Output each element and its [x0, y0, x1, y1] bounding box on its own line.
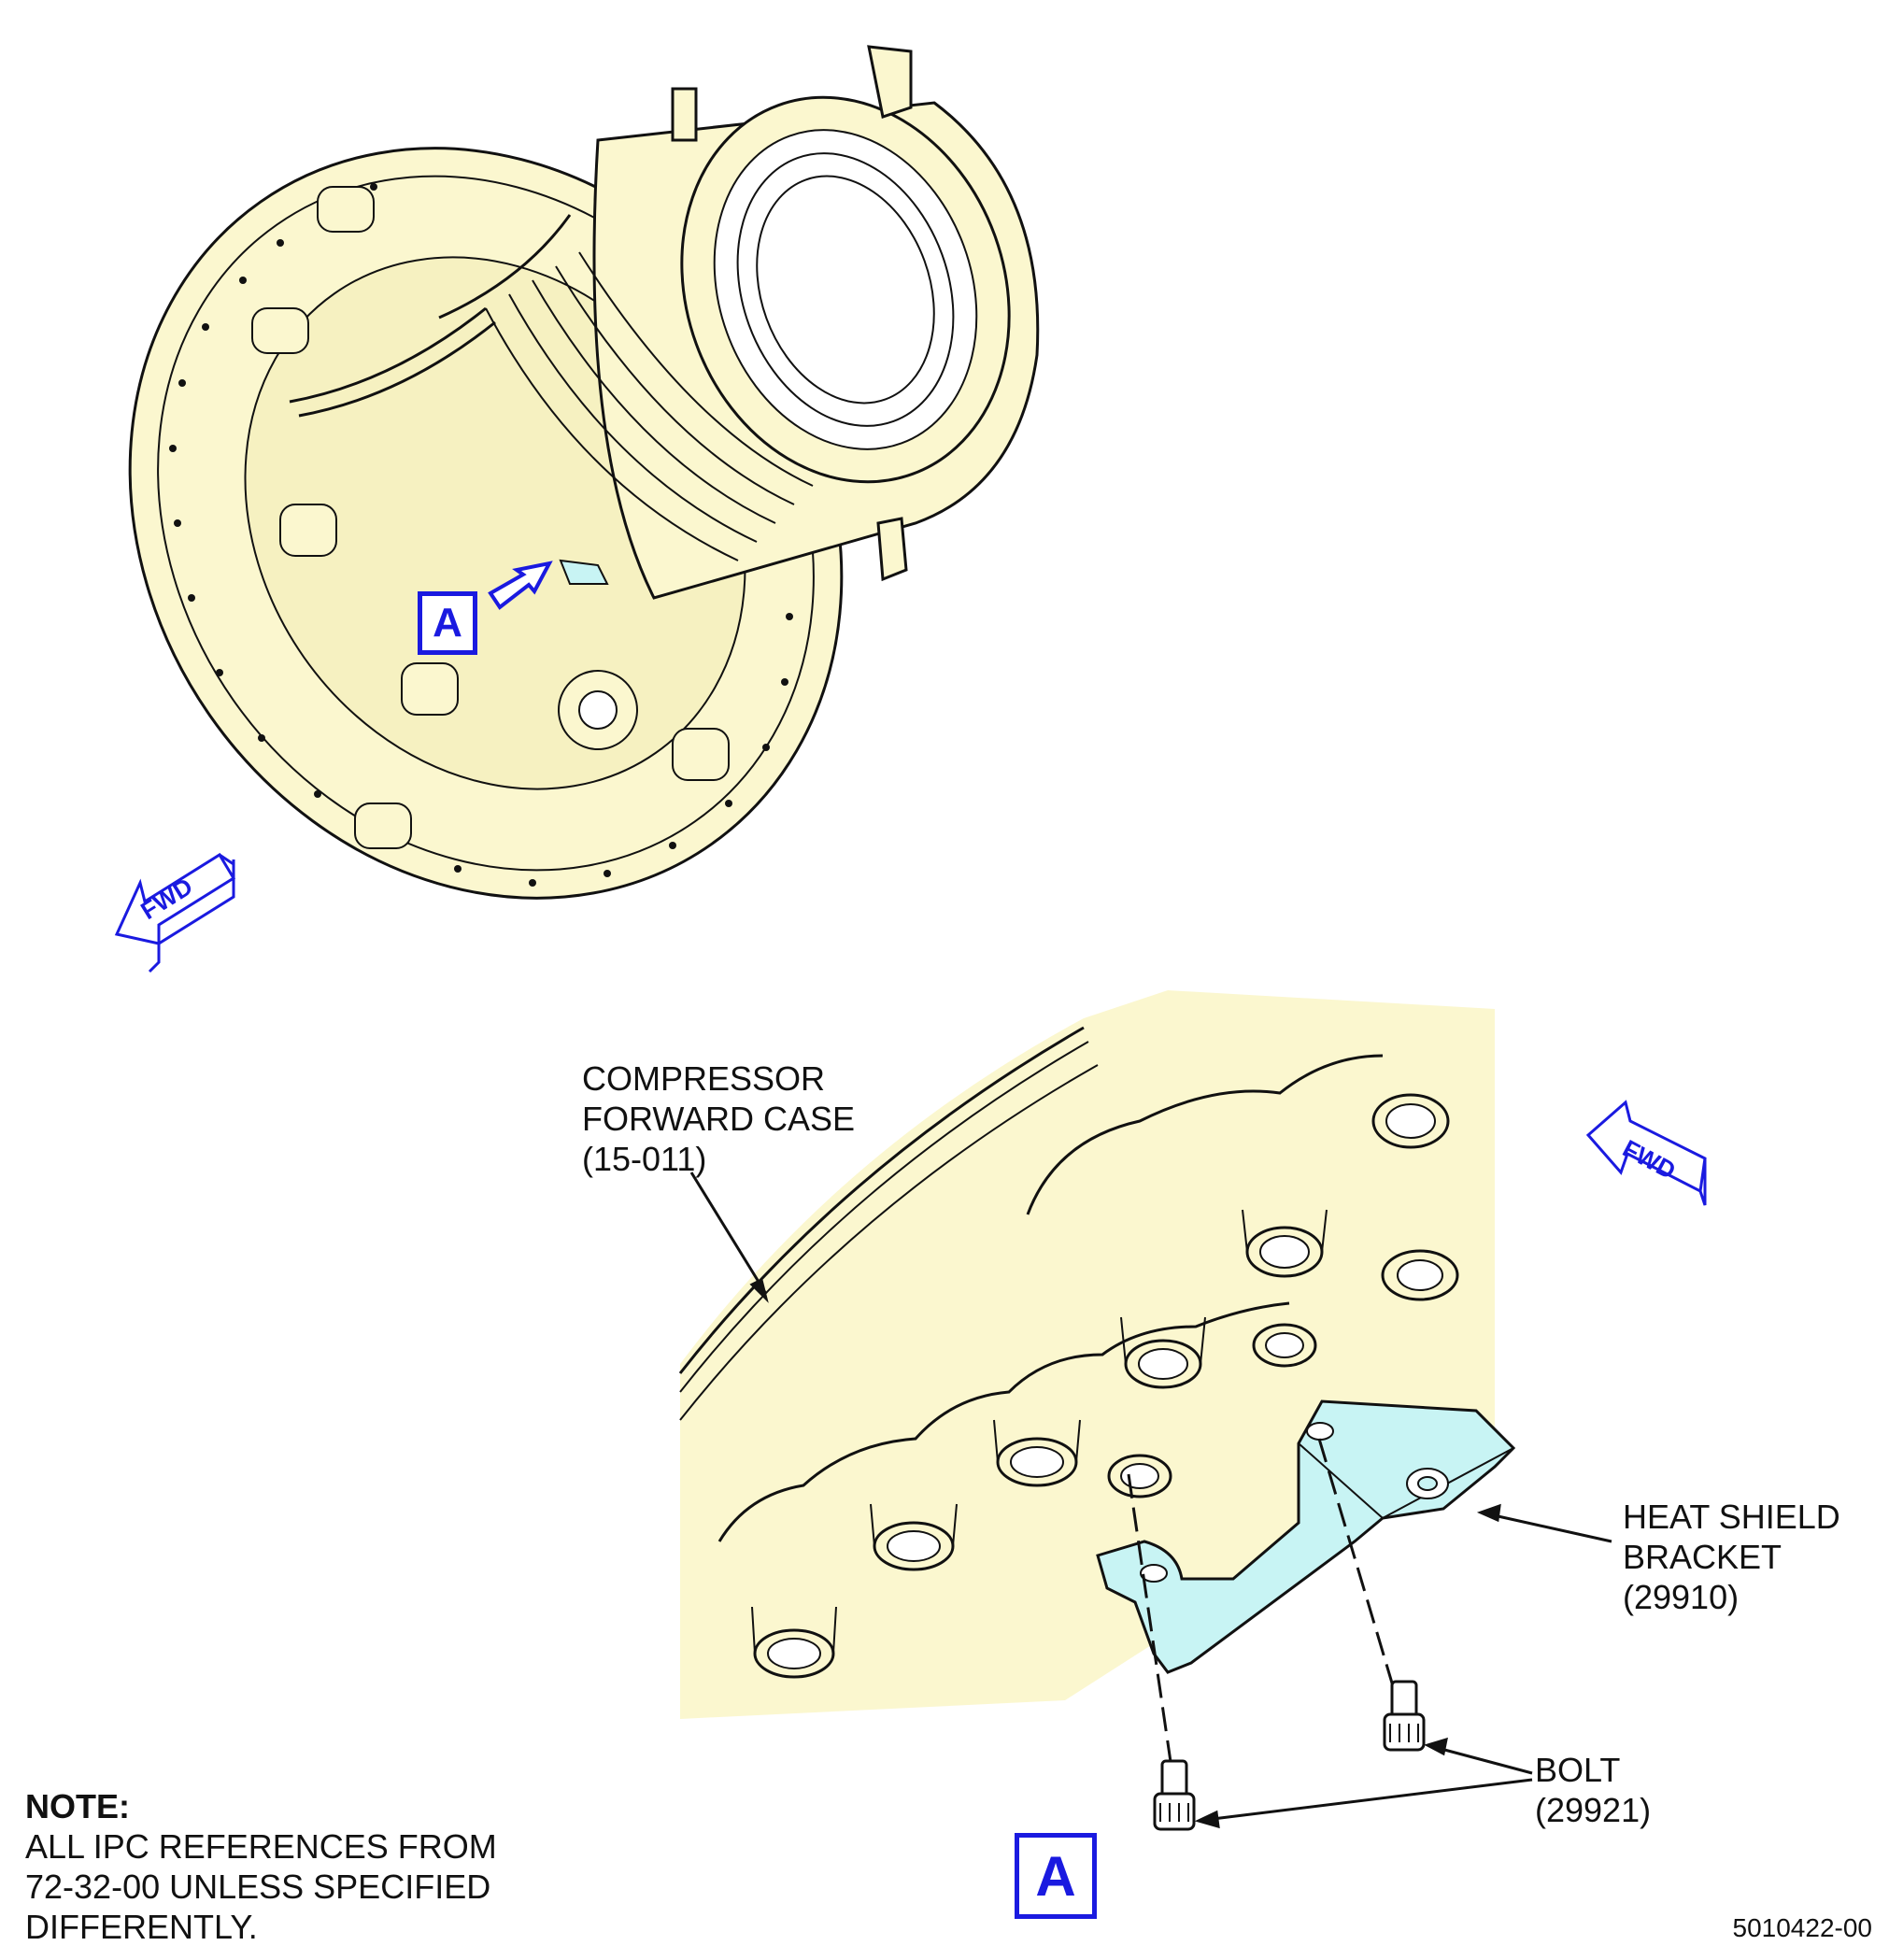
case-rear-boss-edge	[1026, 1054, 1384, 1215]
label-case-line-2: FORWARD CASE	[582, 1100, 856, 1138]
bracket-hole-lower	[1140, 1564, 1168, 1583]
callout-a-overview: A	[418, 591, 477, 655]
note-block: NOTE: ALL IPC REFERENCES FROM 72-32-00 U…	[25, 1786, 497, 1947]
note-line-2: 72-32-00 UNLESS SPECIFIED	[25, 1868, 491, 1906]
case-boss-edge	[717, 1301, 1290, 1542]
compressor-inlet	[713, 129, 978, 450]
note-title: NOTE:	[25, 1787, 130, 1825]
note-line-1: ALL IPC REFERENCES FROM	[25, 1827, 497, 1866]
label-bracket-line-1: HEAT SHIELD	[1623, 1498, 1840, 1536]
leader-lines	[689, 1172, 1612, 1829]
figure-number: 5010422-00	[1732, 1913, 1872, 1942]
label-bolt-line-1: BOLT	[1535, 1751, 1621, 1789]
bolt-lower	[1153, 1759, 1196, 1831]
stator-vane-rows	[485, 251, 814, 561]
bracket-hole-upper	[1306, 1422, 1334, 1441]
overview-heat-shield-bracket	[559, 559, 609, 585]
label-bolt: BOLT (29921)	[1535, 1750, 1651, 1830]
overview-pointer-arrow	[488, 561, 553, 610]
top-mount-bracket	[867, 45, 913, 119]
bottom-lug	[876, 517, 908, 582]
label-bracket-line-2: BRACKET	[1623, 1538, 1782, 1576]
case-edge-line-1	[678, 1026, 1085, 1374]
callout-a-detail-letter: A	[1035, 1844, 1076, 1908]
bolt-center-lines	[1127, 1438, 1403, 1795]
external-tubes	[289, 214, 572, 418]
label-case-line-3: (15-011)	[582, 1140, 707, 1178]
bolt-leader-lower	[1204, 1778, 1533, 1822]
boss-cylinder-sides	[751, 1209, 1328, 1655]
label-heat-shield-bracket: HEAT SHIELD BRACKET (29910)	[1623, 1497, 1840, 1617]
bolt-leader-upper	[1433, 1745, 1533, 1775]
label-bracket-line-3: (29910)	[1623, 1578, 1740, 1616]
case-leader	[689, 1172, 768, 1295]
heat-shield-bracket	[1096, 1399, 1516, 1674]
label-compressor-forward-case: COMPRESSOR FORWARD CASE (15-011)	[582, 1058, 855, 1179]
detail-a-view	[678, 990, 1516, 1831]
engine-overview	[128, 45, 1040, 900]
case-bosses	[753, 1093, 1459, 1679]
bracket-leader	[1484, 1512, 1612, 1543]
label-case-line-1: COMPRESSOR	[582, 1059, 826, 1098]
bolt-upper	[1383, 1680, 1426, 1752]
flange-ports	[251, 186, 730, 849]
callout-a-overview-letter: A	[433, 600, 462, 646]
callout-a-detail: A	[1015, 1833, 1097, 1919]
fwd-indicator-right: FWD	[1585, 1100, 1707, 1206]
fwd-indicator-left: FWD	[114, 852, 236, 973]
label-bolt-line-2: (29921)	[1535, 1791, 1652, 1829]
top-lug	[671, 87, 698, 142]
note-line-3: DIFFERENTLY.	[25, 1908, 258, 1946]
bracket-plate	[1096, 1399, 1516, 1674]
